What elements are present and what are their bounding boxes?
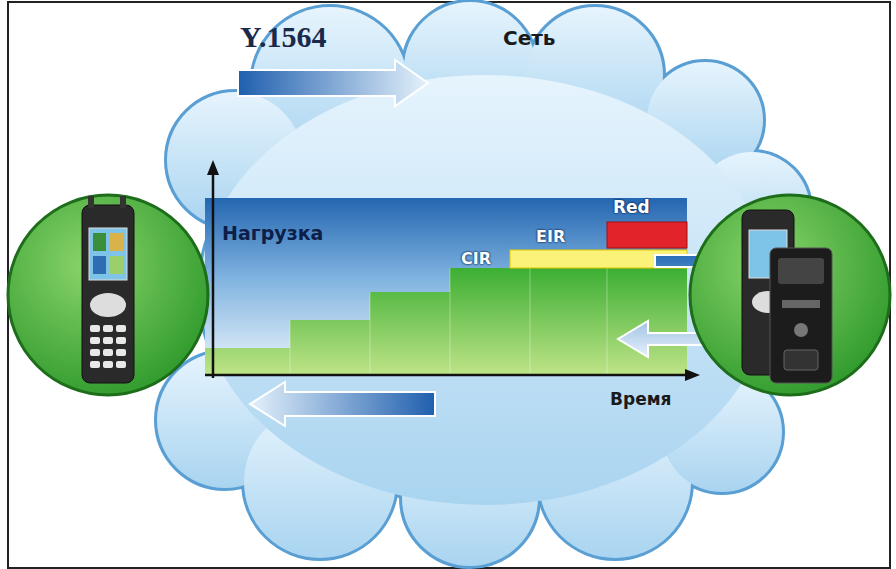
eir-label: EIR: [536, 229, 565, 245]
frame: [8, 2, 890, 568]
red-bar: [607, 222, 687, 248]
network-label: Сеть: [503, 28, 555, 48]
red-label: Red: [613, 199, 650, 216]
return-arrow: [250, 382, 435, 426]
left-tester: [8, 195, 208, 395]
forward-arrow: [238, 60, 428, 106]
time-label: Время: [610, 391, 671, 408]
right-testers: [690, 195, 890, 395]
standard-label: Y.1564: [240, 22, 326, 52]
cir-label: CIR: [461, 251, 491, 267]
axes: [205, 160, 700, 381]
load-band: [205, 198, 687, 375]
load-label: Нагрузка: [222, 224, 323, 243]
load-steps: [205, 268, 687, 375]
